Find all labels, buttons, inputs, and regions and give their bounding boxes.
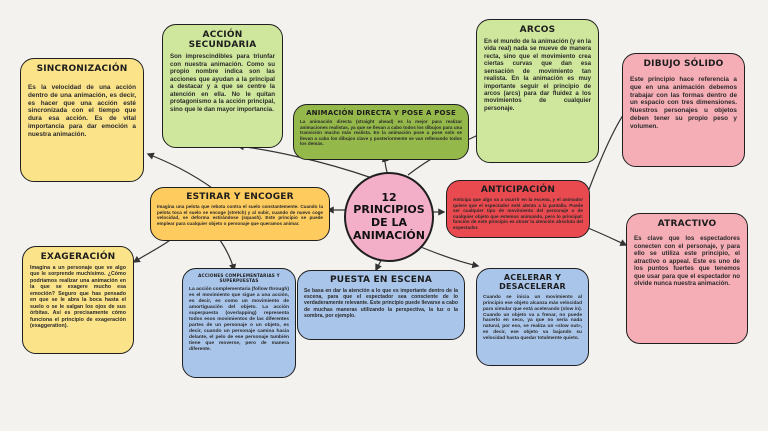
connector-sincronizacion	[146, 152, 216, 191]
node-puesta-escena: PUESTA EN ESCENA Se basa en dar la atenc…	[297, 270, 465, 340]
node-estirar-title: ESTIRAR Y ENCOGER	[186, 192, 294, 202]
node-anticipacion: ANTICIPACIÓN Anticipa que algo va a ocur…	[446, 180, 590, 238]
node-atractivo: ATRACTIVO Es clave que los espectadores …	[626, 213, 748, 344]
node-dibujo-solido-text: Este principio hace referencia a que en …	[630, 76, 737, 130]
node-accion-secundaria: ACCIÓN SECUNDARIA Son imprescindibles pa…	[162, 24, 283, 148]
node-acciones-complementarias: ACCIONES COMPLEMENTARIAS Y SUPERPUESTAS …	[182, 268, 296, 378]
connector-acciones	[219, 239, 237, 272]
node-puesta-escena-title: PUESTA EN ESCENA	[330, 275, 432, 285]
node-accion-directa-title: ANIMACIÓN DIRECTA Y POSE A POSE	[306, 109, 456, 117]
node-exageracion-text: Imagina a un personaje que ve algo que l…	[30, 265, 126, 330]
node-arcos-title: ARCOS	[519, 25, 556, 35]
node-exageracion-title: EXAGERACIÓN	[40, 252, 116, 262]
node-acelerar-title: ACELERAR Y DESACELERAR	[499, 273, 566, 291]
node-puesta-escena-text: Se basa en dar la atención a lo que es i…	[304, 288, 459, 319]
node-acelerar: ACELERAR Y DESACELERAR Cuando se inicia …	[476, 268, 589, 366]
node-arcos: ARCOS En el mundo de la animación (y en …	[476, 19, 599, 163]
node-accion-directa: ANIMACIÓN DIRECTA Y POSE A POSE La anima…	[293, 104, 469, 160]
node-acelerar-text: Cuando se inicia un movimiento al princi…	[483, 295, 582, 341]
node-anticipacion-text: Anticipa que algo va a ocurrir en la esc…	[453, 197, 583, 230]
central-topic-title: 12 PRINCIPIOS DE LA ANIMACIÓN	[353, 190, 425, 242]
node-estirar: ESTIRAR Y ENCOGER Imagina una pelota que…	[150, 187, 330, 241]
node-sincronizacion-title: SINCRONIZACIÓN	[36, 64, 128, 74]
connector-atractivo	[587, 227, 628, 246]
node-exageracion: EXAGERACIÓN Imagina a un personaje que v…	[22, 246, 134, 354]
node-acciones-complementarias-title: ACCIONES COMPLEMENTARIAS Y SUPERPUESTAS	[198, 273, 280, 283]
node-dibujo-solido: DIBUJO SÓLIDO Este principio hace refere…	[622, 53, 745, 167]
node-acciones-complementarias-text: La acción complementaria (follow through…	[189, 287, 289, 352]
node-accion-secundaria-text: Son imprescindibles para triunfar con nu…	[170, 53, 275, 113]
central-topic: 12 PRINCIPIOS DE LA ANIMACIÓN	[344, 172, 434, 262]
node-dibujo-solido-title: DIBUJO SÓLIDO	[643, 59, 724, 69]
node-atractivo-text: Es clave que los espectadores conecten c…	[634, 235, 740, 288]
node-accion-directa-text: La animación directa (straight ahead) es…	[300, 119, 462, 147]
node-estirar-text: Imagina una pelota que rebota contra el …	[157, 204, 323, 226]
node-anticipacion-title: ANTICIPACIÓN	[480, 185, 556, 195]
node-accion-secundaria-title: ACCIÓN SECUNDARIA	[188, 30, 257, 50]
node-arcos-text: En el mundo de la animación (y en la vid…	[484, 38, 591, 112]
node-sincronizacion-text: Es la velocidad de una acción dentro de …	[28, 84, 136, 138]
node-sincronizacion: SINCRONIZACIÓN Es la velocidad de una ac…	[20, 58, 144, 182]
node-atractivo-title: ATRACTIVO	[657, 219, 717, 229]
connector-acelerar	[415, 244, 480, 269]
